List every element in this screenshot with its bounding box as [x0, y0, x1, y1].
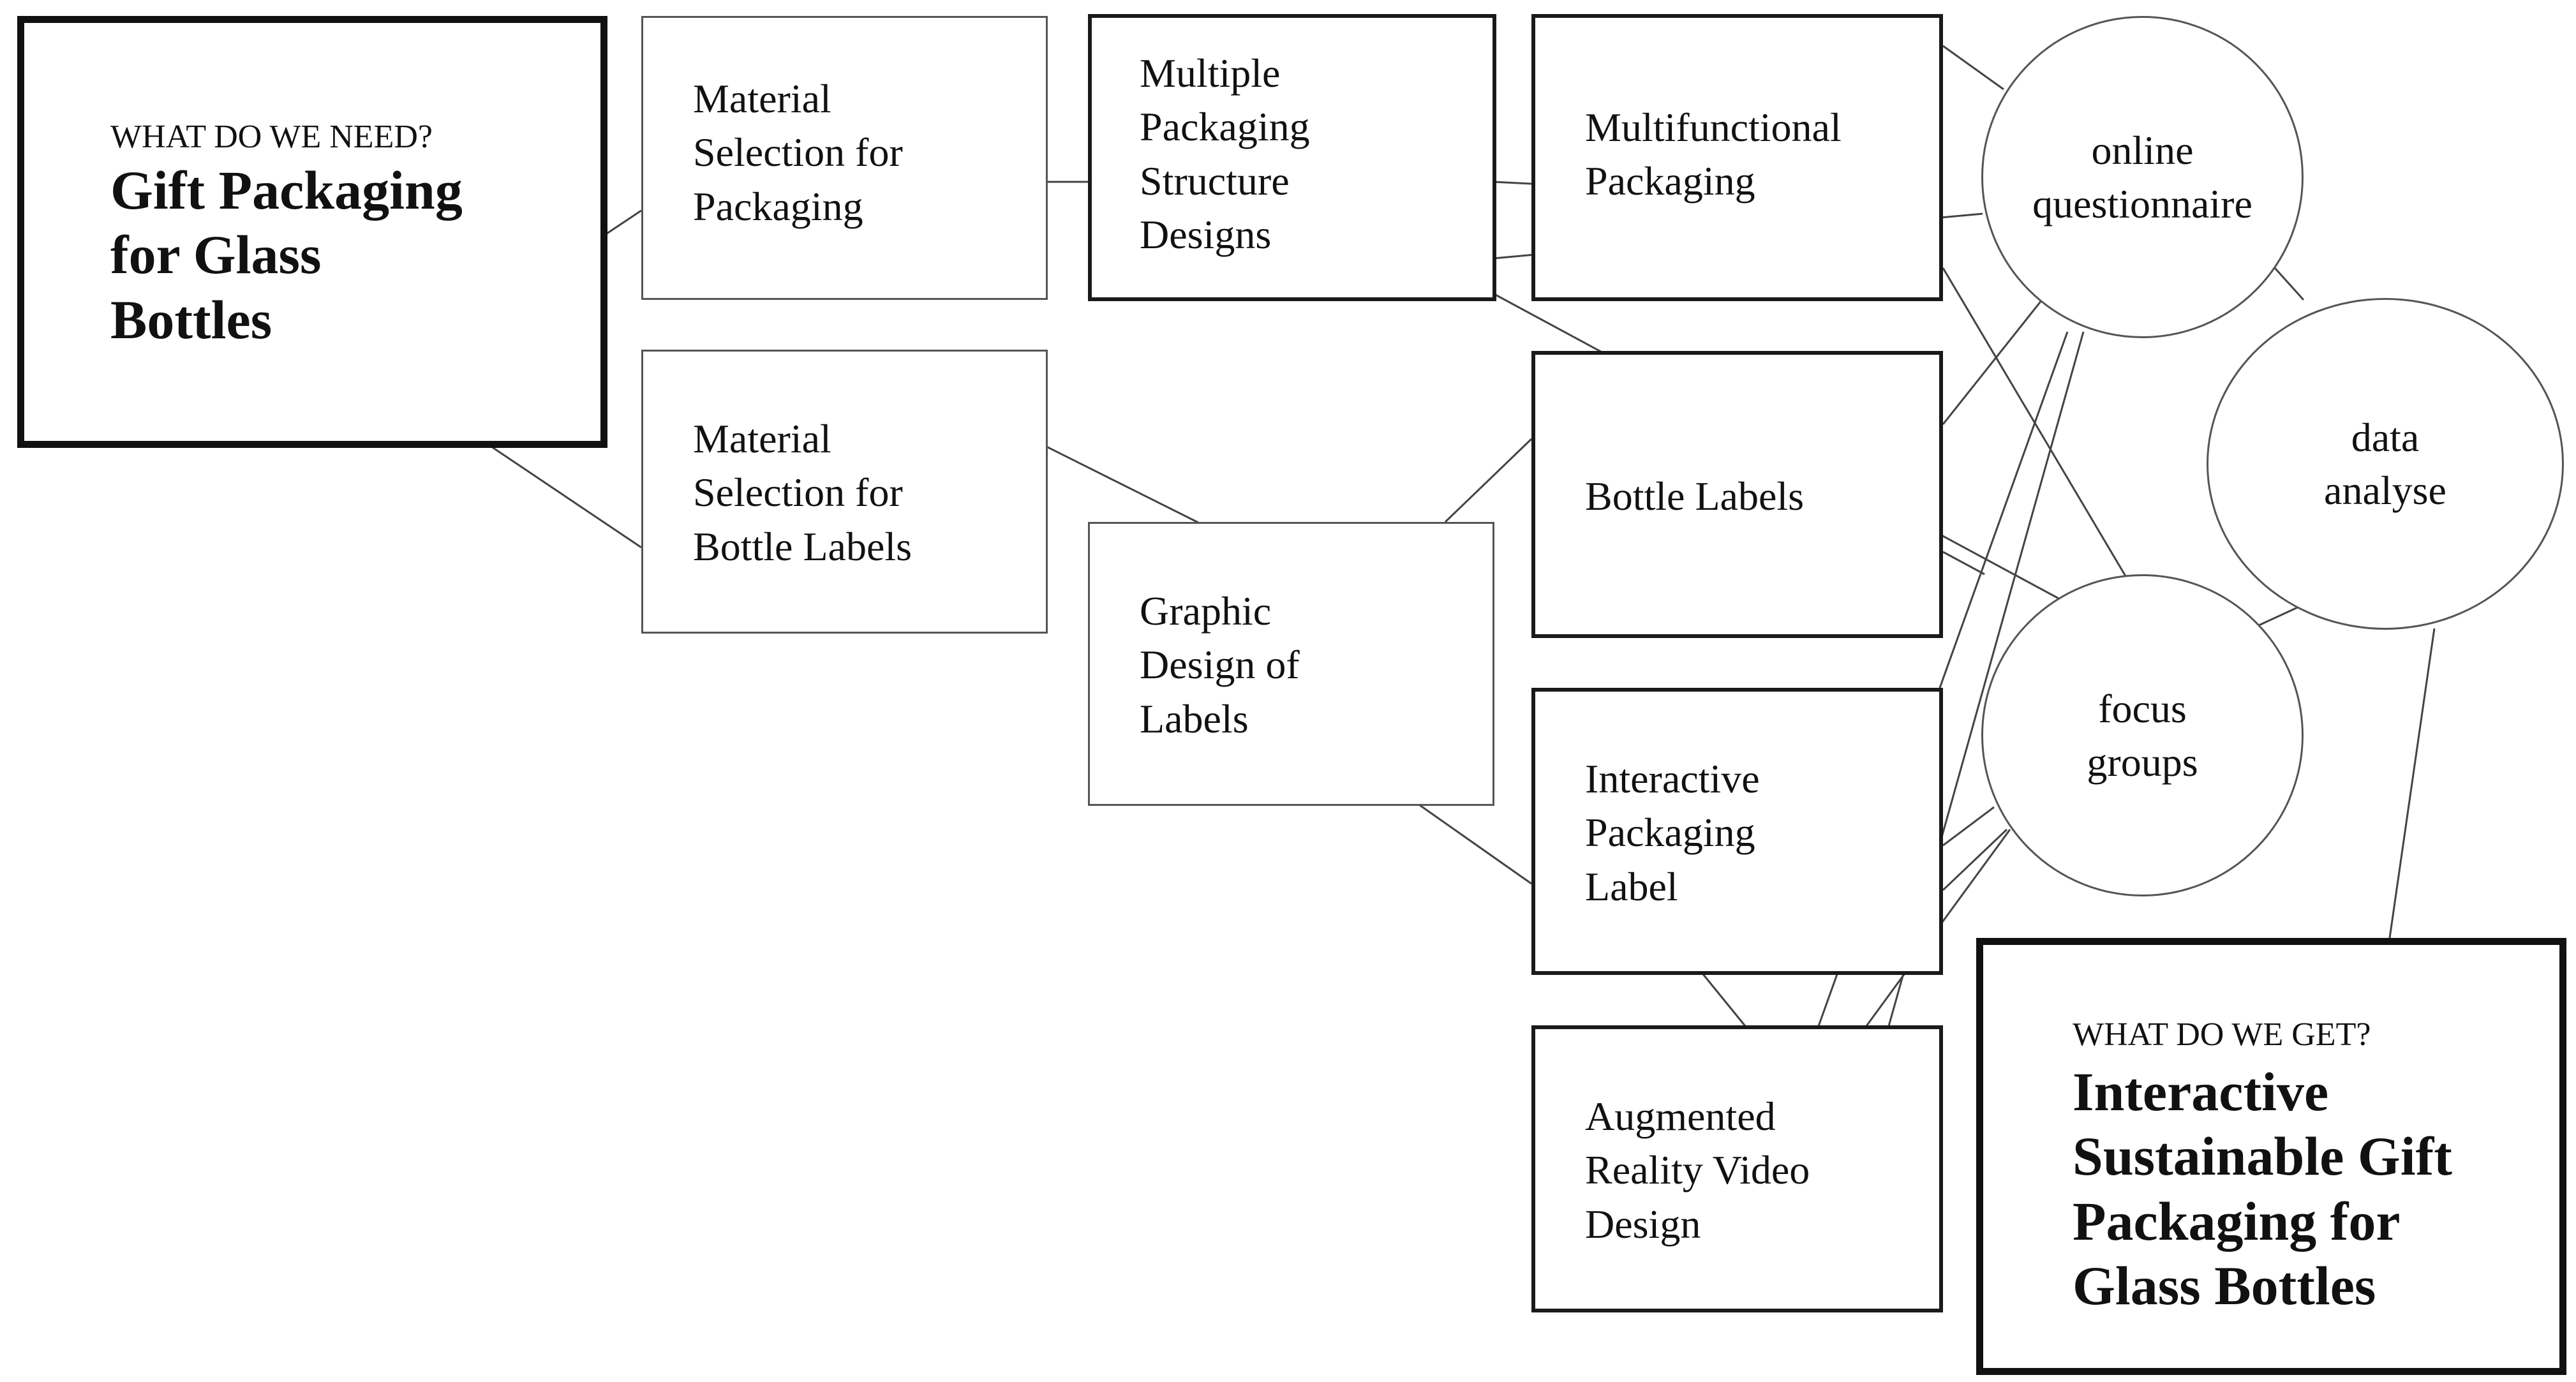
multifunctional-label: Multifunctional Packaging	[1585, 105, 1842, 204]
start-title: Gift Packaging for Glass Bottles	[110, 160, 463, 350]
multifunctional-box: Multifunctional Packaging	[1531, 14, 1943, 301]
end-title: Interactive Sustainable Gift Packaging f…	[2073, 1061, 2452, 1317]
line-bottle-labels-to-focus	[1942, 551, 1985, 576]
line-graphic-to-interactive	[1419, 804, 1532, 885]
line-start-to-material-labels	[491, 445, 642, 549]
line-interactive-to-ar	[1699, 970, 1746, 1027]
start-box: WHAT DO WE NEED? Gift Packaging for Glas…	[17, 16, 607, 448]
line-start-to-material-packaging	[602, 209, 642, 237]
start-kicker: WHAT DO WE NEED?	[110, 119, 433, 155]
questionnaire-label: online questionnaire	[2032, 128, 2252, 227]
line-material-labels-to-graphic	[1046, 445, 1200, 524]
bottle-labels-box: Bottle Labels	[1531, 351, 1943, 638]
multiple-structure-box: Multiple Packaging Structure Designs	[1088, 14, 1496, 301]
line-focus-to-data	[2258, 605, 2301, 627]
questionnaire-circle: online questionnaire	[1981, 16, 2304, 338]
data-analyse-circle: data analyse	[2207, 298, 2564, 630]
ar-video-box: Augmented Reality Video Design	[1531, 1025, 1943, 1312]
multiple-structure-label: Multiple Packaging Structure Designs	[1140, 50, 1310, 258]
bottle-labels-label: Bottle Labels	[1585, 473, 1805, 519]
interactive-label-box: Interactive Packaging Label	[1531, 688, 1943, 975]
data-analyse-label: data analyse	[2324, 414, 2446, 513]
graphic-design-label: Graphic Design of Labels	[1140, 588, 1300, 741]
line-multiple-to-multifunctional	[1493, 181, 1532, 185]
end-box: WHAT DO WE GET? Interactive Sustainable …	[1976, 938, 2566, 1375]
material-packaging-label: Material Selection for Packaging	[693, 76, 903, 229]
focus-groups-circle: focus groups	[1981, 574, 2304, 896]
line-bottle-labels-to-questionnaire	[1942, 299, 2043, 425]
line-interactive-to-focus-b	[1942, 828, 2008, 891]
graphic-design-box: Graphic Design of Labels	[1088, 522, 1494, 806]
focus-groups-label: focus groups	[2087, 686, 2198, 785]
material-labels-box: Material Selection for Bottle Labels	[641, 350, 1048, 634]
line-questionnaire-to-data	[2274, 267, 2305, 301]
material-packaging-box: Material Selection for Packaging	[641, 16, 1048, 300]
interactive-label-text: Interactive Packaging Label	[1585, 756, 1760, 909]
line-multifunctional-to-focus	[1942, 267, 2133, 586]
line-data-to-end	[2388, 628, 2436, 939]
ar-video-label: Augmented Reality Video Design	[1585, 1094, 1810, 1247]
line-multifunctional-to-questionnaire	[1942, 45, 2004, 91]
end-kicker: WHAT DO WE GET?	[2073, 1016, 2371, 1053]
line-interactive-to-focus-a	[1942, 806, 1995, 847]
line-graphic-to-bottle-labels	[1444, 438, 1533, 523]
material-labels-label: Material Selection for Bottle Labels	[693, 416, 912, 569]
